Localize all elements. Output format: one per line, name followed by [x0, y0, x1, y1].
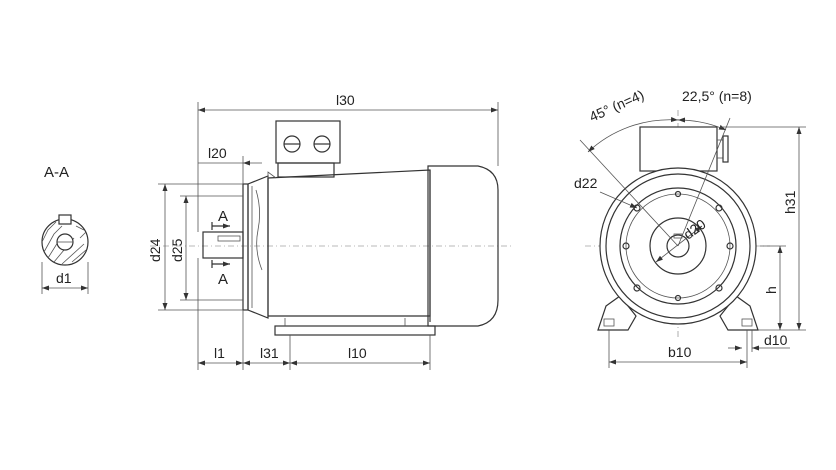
housing-rim-circle: [605, 173, 751, 319]
bolt-hole-2: [715, 204, 723, 212]
bolt-hole-6: [726, 242, 734, 250]
angle-22-ray: [677, 117, 731, 247]
motor-frame: [267, 169, 431, 317]
motor-side-view: l30 l20 d24 d25 A A l1 l31 l10: [147, 92, 512, 370]
l30-label: l30: [336, 92, 355, 108]
spigot-circle: [649, 217, 707, 275]
b10-label: b10: [668, 344, 692, 360]
flange-circle: [619, 187, 737, 305]
shaft-key: [217, 235, 241, 242]
angle-22-arc: [677, 117, 727, 131]
bolt-hole-4: [715, 284, 723, 292]
terminal-box-base: [277, 162, 335, 178]
mounting-flange: [242, 183, 249, 311]
section-mark-bottom: A: [218, 271, 228, 288]
bolt-hole-1: [633, 204, 641, 212]
h-label: h: [763, 286, 779, 294]
d10-label: d10: [764, 332, 788, 348]
shaft: [202, 231, 244, 259]
l20-label: l20: [208, 145, 227, 161]
d22-label: d22: [574, 175, 598, 191]
d22-leader: [599, 191, 638, 209]
terminal-box: [275, 120, 341, 164]
bolt-hole-5: [622, 242, 630, 250]
section-title: A-A: [44, 164, 69, 181]
keyway: [58, 214, 72, 225]
shaft-section-view: A-A d1: [41, 164, 89, 294]
bolt-circle: [625, 193, 731, 299]
shaft-cross-section: [41, 214, 89, 266]
bolt-hole-8: [674, 294, 682, 302]
fan-cover: [427, 165, 499, 327]
section-mark-top: A: [218, 208, 228, 225]
l1-label: l1: [214, 345, 225, 361]
bolt-hole-3: [633, 284, 641, 292]
d24-label: d24: [147, 238, 163, 262]
d20-dimension-line: [655, 225, 703, 263]
motor-front-view: 45° (n=4) 22,5° (n=8) d22 d20 h31 h b10 …: [574, 86, 806, 368]
terminal-box-front: [639, 126, 718, 172]
foot-hole-left: [603, 318, 615, 327]
angle-45-arc: [587, 117, 679, 153]
d25-label: d25: [169, 238, 185, 262]
foot-hole-right: [741, 318, 753, 327]
l10-label: l10: [348, 345, 367, 361]
frame-edge: [267, 171, 277, 179]
h31-label: h31: [782, 190, 798, 214]
terminal-gland-front: [722, 135, 729, 163]
flange-break-line: [255, 189, 263, 271]
bolt-hole-7: [674, 190, 682, 198]
angle-22-label: 22,5° (n=8): [682, 88, 752, 104]
d1-label: d1: [56, 270, 72, 286]
mounting-foot: [274, 325, 436, 336]
l31-label: l31: [260, 345, 279, 361]
angle-45-label: 45° (n=4): [587, 86, 647, 124]
